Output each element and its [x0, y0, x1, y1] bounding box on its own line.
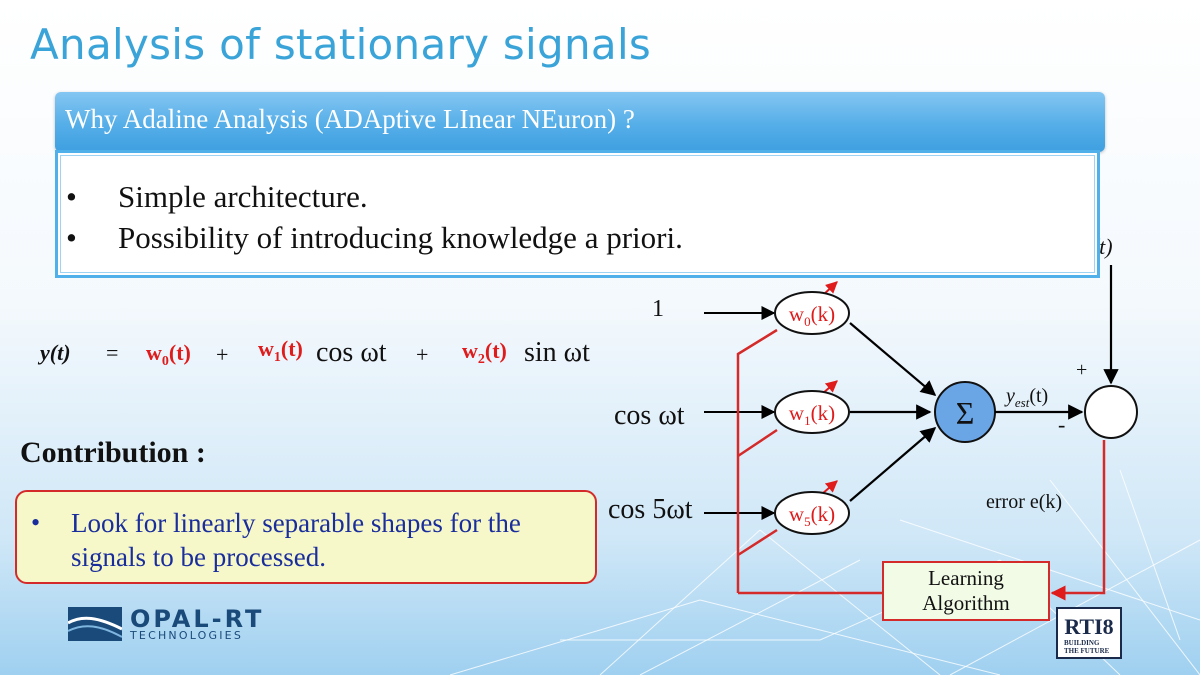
contribution-heading: Contribution :	[20, 436, 206, 469]
plus-sign: +	[1076, 359, 1087, 381]
equation-lhs: y(t)	[37, 340, 71, 365]
learning-algorithm-line2: Algorithm	[922, 591, 1010, 615]
input-one-label: 1	[652, 296, 664, 322]
svg-text:w1(k): w1(k)	[789, 401, 835, 428]
rti8-logo: RTI8 BUILDING THE FUTURE	[1056, 607, 1122, 659]
sigma-symbol: Σ	[956, 395, 975, 431]
equation-w0: w0(t)	[146, 340, 191, 369]
input-cos-label: cos ωt	[614, 400, 685, 431]
opal-rt-logo-name: OPAL-RT	[130, 605, 265, 633]
weight-update-lines	[736, 328, 1106, 595]
opal-rt-logo: OPAL-RT TECHNOLOGIES	[67, 605, 261, 646]
weight-node-5: w5(k)	[774, 491, 850, 535]
equation-plus-1: +	[216, 342, 228, 367]
equation-w1: w1(t)	[258, 336, 303, 365]
section-header-text: Why Adaline Analysis (ADAptive LInear NE…	[65, 104, 635, 134]
equation-plus-2: +	[416, 342, 428, 367]
weight-node-1: w1(k)	[774, 390, 850, 434]
contribution-text: Look for linearly separable shapes for t…	[71, 508, 521, 572]
input-cos5-label: cos 5ωt	[608, 494, 693, 525]
error-label: error e(k)	[986, 491, 1062, 513]
y-est-label: yest(t)	[1004, 385, 1048, 410]
w0-to-sum-arrow	[849, 322, 937, 396]
bullet-text: Possibility of introducing knowledge a p…	[118, 220, 683, 255]
sum-node: Σ	[934, 381, 996, 443]
why-content-box: • Simple architecture. • Possibility of in…	[55, 150, 1100, 278]
equation-cos-term: cos ωt	[316, 337, 387, 368]
bullet-marker: •	[66, 220, 77, 255]
page-title: Analysis of stationary signals	[30, 20, 652, 69]
opal-rt-logo-mark	[67, 607, 123, 641]
rti8-logo-main: RTI8	[1064, 614, 1113, 639]
svg-text:w0(k): w0(k)	[789, 302, 835, 329]
section-header-bar: Why Adaline Analysis (ADAptive LInear NE…	[55, 92, 1105, 152]
minus-sign: -	[1058, 412, 1065, 437]
rti8-logo-sub1: BUILDING	[1064, 639, 1100, 647]
adaline-equation: y(t) = w0(t) + w1(t) cos ωt + w2(t) sin …	[37, 336, 590, 369]
bullet-marker: •	[66, 179, 77, 214]
rti8-logo-sub2: THE FUTURE	[1064, 647, 1110, 655]
error-comparator-node	[1084, 385, 1138, 439]
bullet-item: • Simple architecture.	[66, 179, 368, 215]
weight-node-0: w0(k)	[774, 291, 850, 335]
opal-rt-logo-subtitle: TECHNOLOGIES	[130, 629, 244, 642]
bullet-item: • Possibility of introducing knowledge a …	[66, 220, 683, 256]
w5-to-sum-arrow	[849, 426, 937, 502]
contribution-box: • Look for linearly separable shapes for…	[15, 490, 597, 584]
equation-sin-term: sin ωt	[524, 337, 590, 368]
learning-algorithm-box: Learning Algorithm	[882, 561, 1050, 621]
learning-algorithm-line1: Learning	[928, 566, 1004, 590]
equation-equals: =	[106, 340, 118, 365]
why-content-inner-border	[60, 155, 1095, 273]
contribution-bullet-marker: •	[31, 508, 41, 537]
equation-w2: w2(t)	[462, 338, 507, 367]
weight5-adjust-arrow	[821, 480, 838, 495]
bullet-text: Simple architecture.	[118, 179, 368, 214]
svg-text:w5(k): w5(k)	[789, 502, 835, 529]
